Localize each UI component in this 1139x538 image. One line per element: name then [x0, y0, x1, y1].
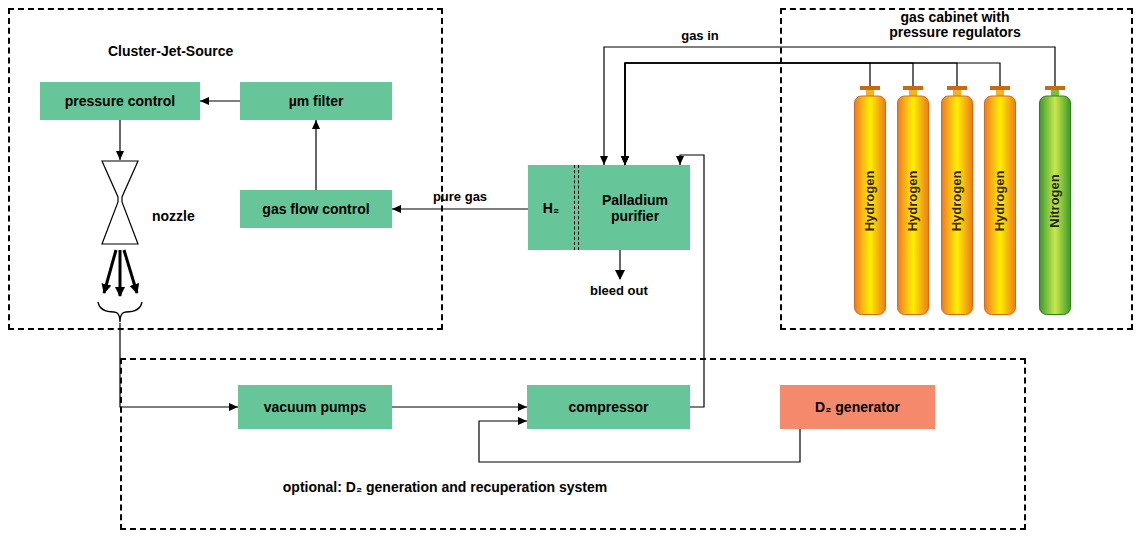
- dashed-region: gas cabinet with pressure regulatorsHydr…: [780, 8, 1133, 330]
- purifier-label: Palladium purifier: [582, 192, 688, 224]
- box-label: gas flow control: [262, 201, 369, 217]
- bleed-out-arrow: [619, 250, 620, 279]
- process-box: D₂ generator: [780, 385, 935, 429]
- nozzle-symbol: nozzle: [100, 160, 140, 245]
- cylinder-label: Hydrogen: [949, 170, 965, 231]
- region-heading: optional: D₂ generation and recuperation…: [220, 480, 670, 495]
- region-heading: Cluster-Jet-Source: [108, 44, 268, 59]
- cylinder-label: Nitrogen: [1047, 174, 1063, 227]
- flow-arrow: [392, 208, 528, 209]
- jet-brace: [98, 302, 142, 322]
- cylinder-label: Hydrogen: [992, 170, 1008, 231]
- cluster-jets: [104, 250, 137, 296]
- box-label: vacuum pumps: [264, 399, 367, 415]
- process-box: compressor: [527, 385, 690, 429]
- cylinder-label: Hydrogen: [905, 170, 921, 231]
- gas-cylinder: Hydrogen: [854, 86, 886, 315]
- flow-arrow: [200, 100, 240, 101]
- flow-arrow: [625, 63, 870, 165]
- gas-cylinder: Hydrogen: [941, 86, 973, 315]
- membrane-line: [574, 165, 579, 250]
- flow-arrow: [315, 120, 316, 190]
- outlet-label: bleed out: [590, 283, 648, 298]
- gas-cylinder: Hydrogen: [984, 86, 1016, 315]
- dashed-region: Cluster-Jet-Source pressure control µm fil…: [8, 8, 443, 330]
- region-heading: gas cabinet with pressure regulators: [875, 10, 1035, 40]
- process-box: vacuum pumps: [238, 385, 392, 429]
- process-box: gas flow control: [240, 190, 392, 228]
- purifier-main-part: Palladium purifier: [582, 165, 688, 250]
- process-box: µm filter: [240, 82, 392, 120]
- gas-formula: H₂: [543, 200, 559, 216]
- flow-arrow: [120, 323, 238, 407]
- box-label: µm filter: [289, 93, 344, 109]
- nozzle-label: nozzle: [152, 208, 195, 224]
- box-label: D₂ generator: [815, 399, 900, 415]
- flow-arrow: [392, 406, 527, 407]
- dashed-region: optional: D₂ generation and recuperation…: [120, 358, 1026, 530]
- cylinder-label: Hydrogen: [862, 170, 878, 231]
- edge-label: pure gas: [433, 189, 487, 204]
- gas-cylinder: Nitrogen: [1039, 86, 1071, 315]
- purifier-box: H₂ Palladium purifier: [528, 165, 690, 250]
- gas-cylinder: Hydrogen: [897, 86, 929, 315]
- flow-arrow: [119, 120, 120, 160]
- purifier-inlet-part: H₂: [528, 165, 574, 250]
- edge-label: gas in: [681, 28, 719, 43]
- box-label: compressor: [568, 399, 648, 415]
- nozzle-shape: [100, 160, 140, 245]
- box-label: pressure control: [65, 93, 175, 109]
- process-box: pressure control: [40, 82, 200, 120]
